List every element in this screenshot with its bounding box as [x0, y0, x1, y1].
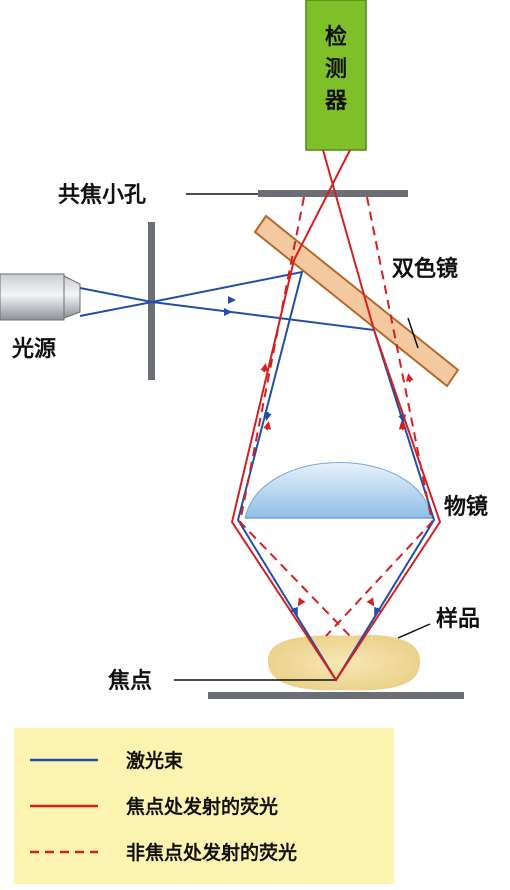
- legend-item-in-focus: 焦点处发射的荧光: [30, 795, 278, 818]
- detector-label-1: 检: [325, 24, 347, 50]
- light-source-label: 光源: [11, 337, 56, 362]
- legend-item-laser: 激光束: [30, 749, 184, 772]
- dichroic-mirror: 双色镜: [253, 214, 460, 388]
- sample-leader: [397, 623, 431, 639]
- legend-label-out-of-focus: 非焦点处发射的荧光: [126, 841, 297, 864]
- sample-label: 样品: [436, 606, 480, 632]
- legend-label-in-focus: 焦点处发射的荧光: [125, 795, 278, 818]
- pinhole-label: 共焦小孔: [58, 182, 146, 208]
- detector-label-2: 测: [325, 57, 347, 82]
- confocal-pinhole: 共焦小孔: [58, 182, 408, 208]
- light-source: 光源: [0, 273, 81, 362]
- sample: 样品: [267, 606, 480, 691]
- legend-item-out-of-focus: 非焦点处发射的荧光: [30, 841, 297, 864]
- objective-lens: 物镜: [244, 462, 488, 520]
- legend-label-laser: 激光束: [126, 749, 184, 772]
- objective-label: 物镜: [444, 494, 488, 520]
- focus-marker: 焦点: [107, 668, 336, 694]
- out-of-focus-fluorescence: [238, 196, 434, 637]
- legend: 激光束 焦点处发射的荧光 非焦点处发射的荧光: [14, 728, 394, 884]
- detector: 检 测 器: [305, 0, 367, 151]
- specimen-stage: [208, 692, 464, 699]
- focus-label: 焦点: [107, 668, 152, 694]
- detector-label-3: 器: [324, 89, 348, 114]
- in-focus-fluorescence: [230, 149, 442, 682]
- dichroic-leader: [407, 317, 419, 349]
- dichroic-label: 双色镜: [392, 256, 458, 282]
